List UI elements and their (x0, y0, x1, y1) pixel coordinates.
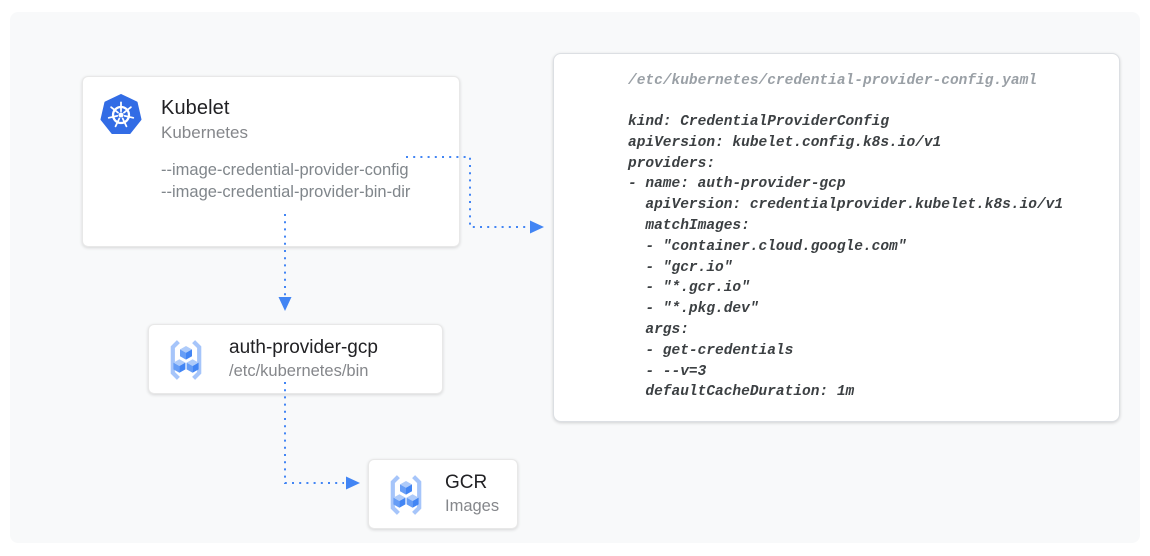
code-line: apiVersion: kubelet.config.k8s.io/v1 (628, 134, 942, 151)
kubelet-title: Kubelet (161, 97, 230, 119)
code-line: - "container.cloud.google.com" (628, 238, 907, 255)
diagram-board: Kubelet Kubernetes --image-credential-pr… (10, 12, 1140, 543)
code-line: apiVersion: credentialprovider.kubelet.k… (628, 197, 1064, 214)
gcr-title: GCR (445, 472, 488, 493)
container-registry-icon (170, 340, 202, 380)
kubelet-header: Kubelet Kubernetes (161, 95, 248, 145)
code-line: providers: (628, 155, 716, 172)
node-gcr: GCR Images (368, 459, 518, 529)
auth-provider-title: auth-provider-gcp (229, 337, 378, 358)
code-line: - --v=3 (628, 363, 707, 380)
node-kubelet: Kubelet Kubernetes --image-credential-pr… (82, 76, 460, 247)
code-line: - "*.gcr.io" (628, 280, 750, 297)
auth-provider-header: auth-provider-gcp /etc/kubernetes/bin (229, 335, 378, 382)
config-file-path: /etc/kubernetes/credential-provider-conf… (628, 73, 1037, 89)
container-registry-icon (390, 475, 422, 515)
kubelet-subtitle: Kubernetes (161, 123, 248, 142)
gcr-header: GCR Images (445, 470, 499, 517)
node-auth-provider-gcp: auth-provider-gcp /etc/kubernetes/bin (148, 324, 443, 394)
kubelet-flags: --image-credential-provider-config --ima… (161, 159, 410, 203)
gcr-subtitle: Images (445, 497, 500, 515)
flag-image-credential-provider-config: --image-credential-provider-config (161, 161, 409, 179)
code-line: - name: auth-provider-gcp (628, 176, 846, 193)
code-line: - get-credentials (628, 342, 794, 359)
flag-image-credential-provider-bin-dir: --image-credential-provider-bin-dir (161, 183, 411, 201)
code-line: kind: CredentialProviderConfig (628, 114, 890, 130)
kubernetes-icon (100, 94, 142, 135)
code-line: - "*.pkg.dev" (628, 301, 759, 318)
config-yaml-code: kind: CredentialProviderConfig apiVersio… (628, 112, 1063, 403)
code-line: - "gcr.io" (628, 259, 733, 276)
code-line: matchImages: (628, 217, 750, 234)
code-line: defaultCacheDuration: 1m (628, 384, 855, 401)
code-line: args: (628, 321, 689, 338)
auth-provider-subtitle: /etc/kubernetes/bin (229, 362, 369, 380)
credential-provider-config-panel: /etc/kubernetes/credential-provider-conf… (553, 53, 1120, 422)
